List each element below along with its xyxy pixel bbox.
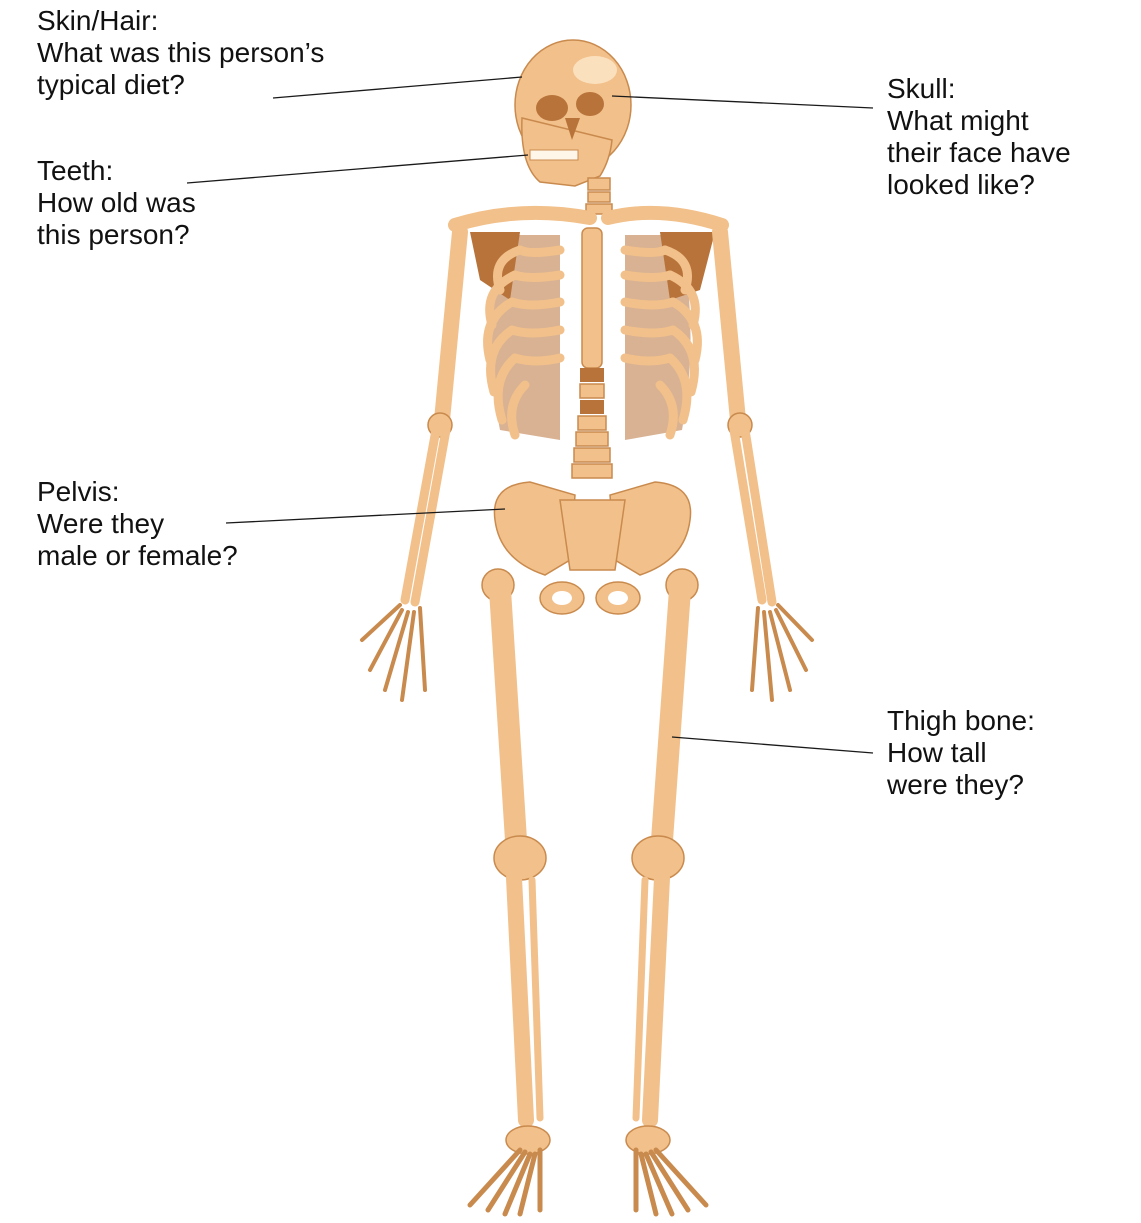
skeleton-illustration (362, 40, 812, 1214)
pelvis-title: Pelvis: (37, 476, 238, 508)
left-arm (362, 232, 460, 700)
skull-label: Skull: What might their face have looked… (887, 73, 1071, 201)
skull (515, 40, 631, 186)
teeth-leader (187, 155, 528, 183)
pelvis (494, 482, 690, 614)
thigh-label: Thigh bone: How tall were they? (887, 705, 1035, 801)
pelvis-line-1: Were they (37, 508, 238, 540)
thigh-line-1: How tall (887, 737, 1035, 769)
teeth-title: Teeth: (37, 155, 196, 187)
right-arm (720, 232, 812, 700)
thigh-leader (672, 737, 873, 753)
skin-hair-label: Skin/Hair: What was this person’s typica… (37, 5, 324, 101)
skull-line-3: looked like? (887, 169, 1071, 201)
right-clavicle (608, 213, 722, 225)
right-leg (626, 569, 706, 1214)
pelvis-leader (226, 509, 505, 523)
thigh-line-2: were they? (887, 769, 1035, 801)
skull-title: Skull: (887, 73, 1071, 105)
teeth-line-2: this person? (37, 219, 196, 251)
skull-line-1: What might (887, 105, 1071, 137)
pelvis-label: Pelvis: Were they male or female? (37, 476, 238, 572)
skin-hair-title: Skin/Hair: (37, 5, 324, 37)
teeth-label: Teeth: How old was this person? (37, 155, 196, 251)
left-leg (470, 569, 550, 1214)
thigh-title: Thigh bone: (887, 705, 1035, 737)
pelvis-line-2: male or female? (37, 540, 238, 572)
skin-hair-line-2: typical diet? (37, 69, 324, 101)
neck (586, 178, 612, 214)
spine (572, 368, 612, 478)
skull-leader (612, 96, 873, 108)
left-clavicle (455, 213, 590, 225)
teeth-line-1: How old was (37, 187, 196, 219)
skull-line-2: their face have (887, 137, 1071, 169)
skin-hair-line-1: What was this person’s (37, 37, 324, 69)
